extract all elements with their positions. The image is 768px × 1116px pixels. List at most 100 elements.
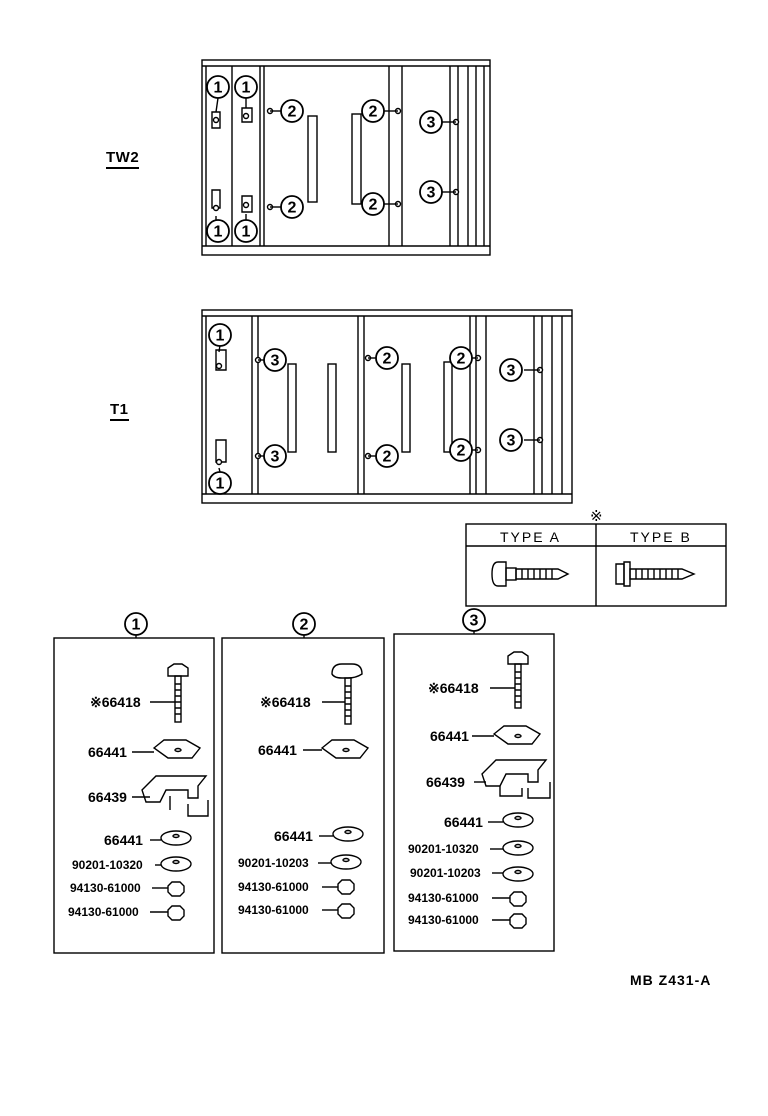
type-table-note-mark: ※	[590, 508, 605, 525]
callout-circles: 1 1 1 1 2 2 2 2 3 3 1 1 3 3 2 2 2 2 3 3 1 2 3	[124, 75, 523, 636]
callout-circle	[280, 195, 304, 219]
callout-number: 3	[271, 353, 280, 370]
callout-number: 2	[369, 197, 378, 214]
callout-1-marker: 1	[234, 75, 258, 99]
tw2-bed-floor	[201, 59, 491, 256]
kit1-part-washer-large: 66441	[88, 744, 127, 760]
kit2-part-drawings	[320, 663, 370, 919]
callout-number: 1	[242, 80, 251, 97]
kit3-part-washer: 66441	[444, 814, 483, 830]
callout-1-marker: 1	[208, 323, 232, 347]
kit1-leader-lines	[132, 701, 175, 913]
callout-2-marker: 2	[292, 612, 316, 636]
callout-circle	[449, 346, 473, 370]
callout-circle	[208, 323, 232, 347]
callout-3-marker: 3	[499, 428, 523, 452]
kit2-part-nut-2: 94130-61000	[238, 903, 309, 917]
callout-circle	[419, 180, 443, 204]
kit2-part-washer-large: 66441	[258, 742, 297, 758]
kit3-part-nut-2: 94130-61000	[408, 913, 479, 927]
callout-circle	[292, 612, 316, 636]
callout-circle	[234, 219, 258, 243]
kit3-part-bolt: ※66418	[428, 680, 479, 696]
callout-1-marker: 1	[206, 75, 230, 99]
kit2-leader-lines	[303, 701, 345, 911]
variant-label-tw2: TW2	[106, 150, 140, 169]
kit1-part-washer: 66441	[104, 832, 143, 848]
callout-3-marker: 3	[462, 608, 486, 632]
callout-number: 3	[427, 185, 436, 202]
callout-number: 1	[216, 476, 225, 493]
callout-circle	[499, 428, 523, 452]
callout-2-marker: 2	[361, 99, 385, 123]
callout-number: 2	[369, 104, 378, 121]
callout-circle	[206, 75, 230, 99]
callout-2-marker: 2	[375, 346, 399, 370]
callout-circle	[263, 444, 287, 468]
callout-circle	[499, 358, 523, 382]
callout-number: 1	[216, 328, 225, 345]
callout-circle	[234, 75, 258, 99]
callout-number: 2	[383, 449, 392, 466]
callout-number: 1	[132, 617, 141, 634]
kit3-part-spacer-b: 90201-10203	[410, 866, 481, 880]
type-b-header: TYPE B	[630, 529, 692, 545]
callout-number: 2	[288, 104, 297, 121]
type-a-header: TYPE A	[500, 529, 562, 545]
callout-number: 2	[457, 443, 466, 460]
callout-1-marker: 1	[234, 219, 258, 243]
callout-circle	[208, 471, 232, 495]
kit2-part-washer: 66441	[274, 828, 313, 844]
callout-circle	[462, 608, 486, 632]
kit1-part-nut-1: 94130-61000	[70, 881, 141, 895]
callout-number: 2	[383, 351, 392, 368]
callout-number: 3	[507, 363, 516, 380]
callout-number: 3	[427, 115, 436, 132]
callout-circle	[449, 438, 473, 462]
callout-1-marker: 1	[124, 612, 148, 636]
kit2-part-bolt: ※66418	[260, 694, 311, 710]
kit1-part-nut-2: 94130-61000	[68, 905, 139, 919]
callout-circle	[206, 219, 230, 243]
bolt-type-table	[465, 523, 727, 607]
callout-number: 3	[507, 433, 516, 450]
kit3-part-drawings	[481, 651, 551, 929]
callout-number: 3	[271, 449, 280, 466]
callout-3-marker: 3	[263, 444, 287, 468]
callout-number: 3	[470, 613, 479, 630]
type-b-bolt-drawing	[615, 561, 696, 587]
callout-3-marker: 3	[419, 180, 443, 204]
kit3-part-spacer-a: 90201-10320	[408, 842, 479, 856]
kit1-part-drawings	[141, 663, 209, 921]
callout-2-marker: 2	[375, 444, 399, 468]
callout-number: 1	[214, 80, 223, 97]
callout-1-marker: 1	[208, 471, 232, 495]
callout-circle	[375, 346, 399, 370]
callout-number: 1	[242, 224, 251, 241]
callout-number: 1	[214, 224, 223, 241]
callout-circle	[280, 99, 304, 123]
callout-3-marker: 3	[499, 358, 523, 382]
callout-2-marker: 2	[449, 438, 473, 462]
callout-circle	[419, 110, 443, 134]
callout-2-marker: 2	[449, 346, 473, 370]
callout-2-marker: 2	[280, 195, 304, 219]
callout-3-marker: 3	[419, 110, 443, 134]
callout-3-marker: 3	[263, 348, 287, 372]
callout-circle	[361, 192, 385, 216]
callout-number: 2	[457, 351, 466, 368]
callout-number: 2	[300, 617, 309, 634]
kit2-part-nut-1: 94130-61000	[238, 880, 309, 894]
variant-label-t1: T1	[110, 402, 129, 421]
type-a-bolt-drawing	[491, 561, 570, 587]
callout-2-marker: 2	[280, 99, 304, 123]
callout-2-marker: 2	[361, 192, 385, 216]
callout-circle	[375, 444, 399, 468]
kit1-part-bracket: 66439	[88, 789, 127, 805]
kit3-part-nut-1: 94130-61000	[408, 891, 479, 905]
kit3-part-bracket: 66439	[426, 774, 465, 790]
callout-circle	[361, 99, 385, 123]
callout-number: 2	[288, 200, 297, 217]
callout-circle	[124, 612, 148, 636]
